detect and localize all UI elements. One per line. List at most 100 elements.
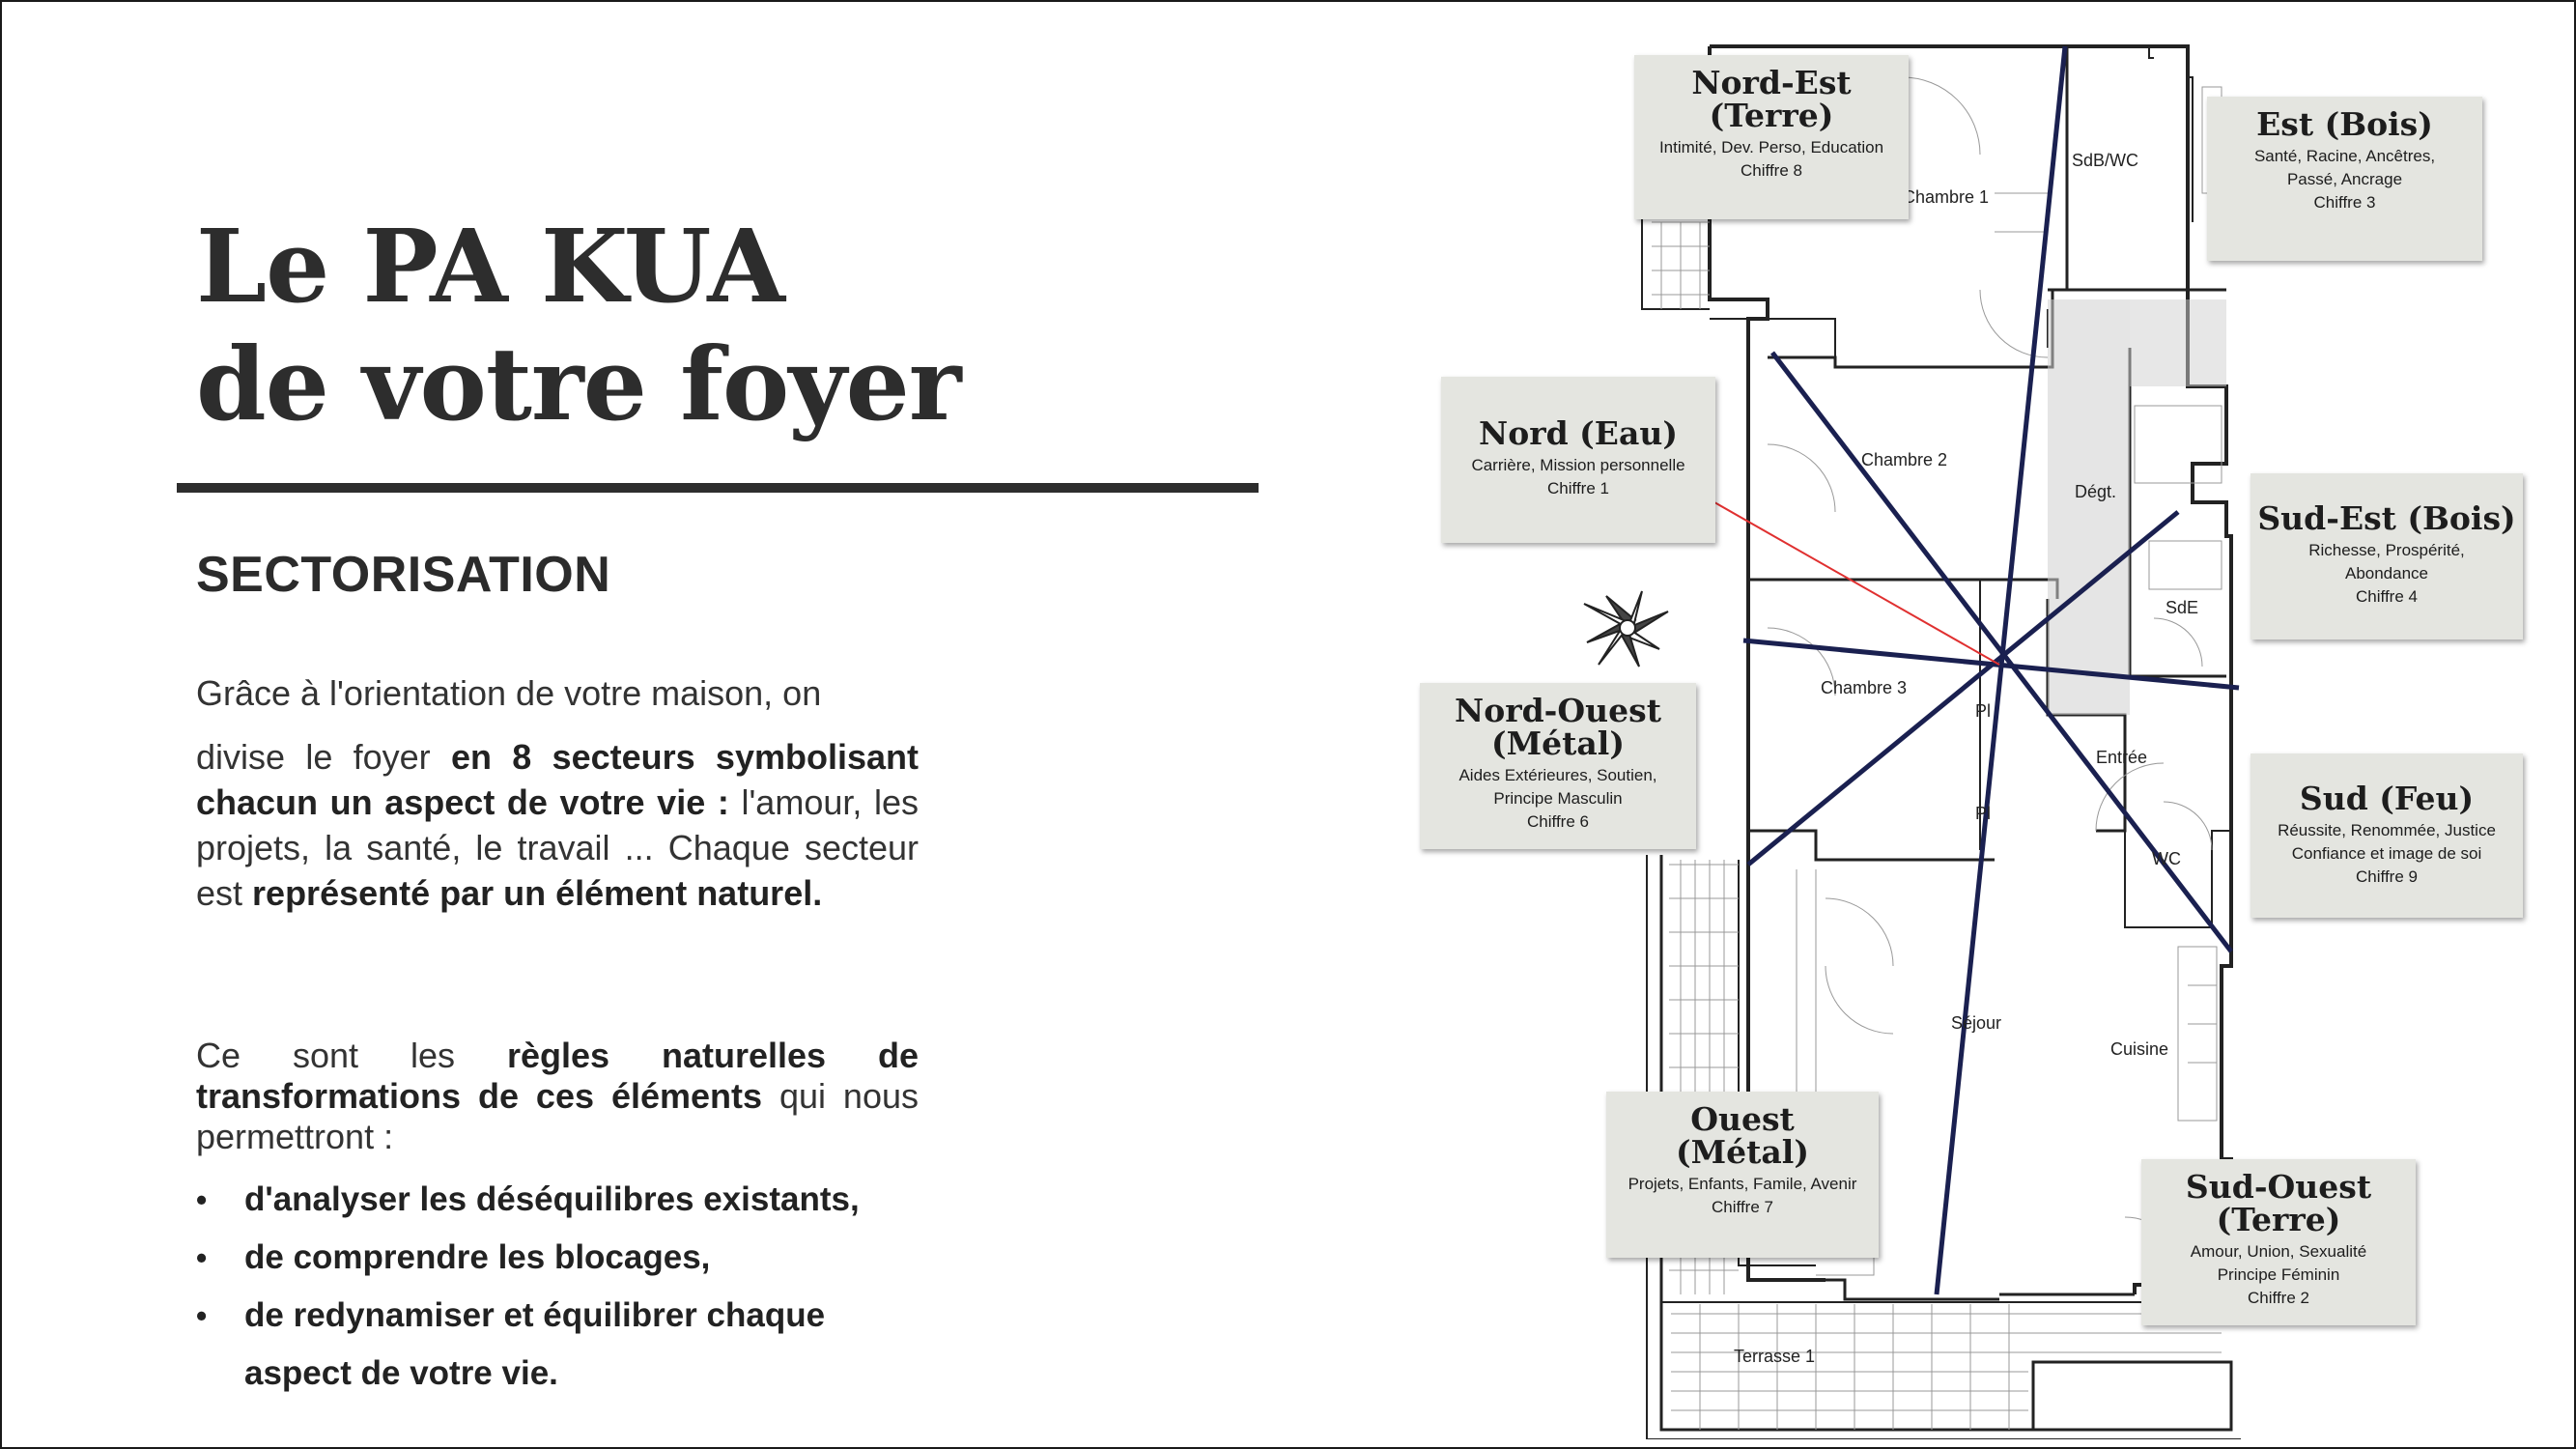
sector-title-line-2: (Métal) — [1676, 1133, 1809, 1171]
sector-box-ouest: Ouest(Métal) Projets, Enfants, Famile, A… — [1606, 1092, 1879, 1258]
sector-title: Est (Bois) — [2207, 108, 2482, 141]
sector-desc-line-1: Carrière, Mission personnelle — [1471, 456, 1685, 474]
sector-desc-line-3: Chiffre 3 — [2313, 193, 2376, 212]
bullet-text: d'analyser les déséquilibres existants, — [244, 1180, 860, 1218]
section-subtitle: SECTORISATION — [196, 547, 611, 603]
bullet-text: de comprendre les blocages, — [244, 1238, 711, 1276]
sector-desc-line-2: Principe Masculin — [1493, 789, 1623, 808]
sector-box-nord: Nord (Eau) Carrière, Mission personnelle… — [1441, 377, 1715, 543]
rules-bold-1: règles naturelles de transformations de … — [196, 1036, 920, 1116]
sector-box-nord-est: Nord-Est(Terre) Intimité, Dev. Perso, Ed… — [1634, 55, 1909, 219]
intro-text-1: divise le foyer — [196, 737, 451, 777]
sector-box-est: Est (Bois) Santé, Racine, Ancêtres, Passé… — [2207, 97, 2482, 261]
room-chambre-1: Chambre 1 — [1903, 187, 1989, 207]
sector-desc-line-3: Chiffre 9 — [2356, 867, 2418, 886]
sector-title: Ouest(Métal) — [1606, 1103, 1879, 1169]
sector-title-line-2: (Terre) — [1709, 97, 1834, 134]
sector-title-line-1: Nord-Est — [1691, 64, 1852, 101]
room-placard-2: Pl — [1975, 804, 1991, 823]
sector-desc-line-2: Passé, Ancrage — [2286, 170, 2403, 188]
sector-title-line-1: Sud-Ouest — [2185, 1168, 2372, 1206]
bullet-text: de redynamiser et équilibrer chaque — [244, 1296, 826, 1334]
room-wc: WC — [2152, 849, 2181, 868]
bullet-list: • d'analyser les déséquilibres existants,… — [196, 1171, 860, 1403]
room-chambre-2: Chambre 2 — [1861, 450, 1947, 469]
room-sdb-wc: SdB/WC — [2072, 151, 2138, 170]
sector-desc-line-3: Chiffre 6 — [1527, 812, 1589, 831]
intro-bold-1: en 8 secteurs symbolisant chacun un aspe… — [196, 737, 919, 822]
sector-desc-line-3: Chiffre 4 — [2356, 587, 2418, 606]
sector-desc-line-2: Principe Féminin — [2217, 1265, 2340, 1284]
bullet-marker: • — [196, 1240, 208, 1275]
title-divider — [177, 483, 1259, 493]
bullet-marker: • — [196, 1298, 208, 1333]
sector-desc-line-2: Chiffre 8 — [1741, 161, 1802, 180]
sector-desc-line-2: Confiance et image de soi — [2291, 844, 2482, 863]
room-cuisine: Cuisine — [2110, 1039, 2168, 1059]
bullet-item: • de redynamiser et équilibrer chaque — [196, 1287, 860, 1345]
rules-paragraph: Ce sont les règles naturelles de transfo… — [196, 1036, 919, 1157]
sector-desc-line-3: Chiffre 2 — [2248, 1289, 2309, 1307]
room-sejour: Séjour — [1951, 1013, 2001, 1033]
sector-title-line-1: Est (Bois) — [2256, 105, 2433, 143]
sector-title-line-1: Sud (Feu) — [2299, 780, 2475, 817]
room-terrasse: Terrasse 1 — [1734, 1347, 1815, 1366]
sector-title: Nord-Ouest(Métal) — [1420, 695, 1696, 760]
sector-desc-line-2: Chiffre 7 — [1712, 1198, 1773, 1216]
room-placard-1: Pl — [1975, 701, 1991, 721]
sector-desc-line-1: Aides Extérieures, Soutien, — [1458, 766, 1657, 784]
bullet-marker: • — [196, 1182, 208, 1217]
intro-text-2: l'amour, les projets, la santé, le trava… — [196, 782, 919, 913]
room-chambre-3: Chambre 3 — [1821, 678, 1907, 697]
sector-desc-line-1: Santé, Racine, Ancêtres, — [2253, 147, 2436, 165]
floor-plan: Chambre 1 SdB/WC Chambre 2 Dégt. SdE Cha… — [1583, 44, 2241, 1439]
sector-title-line-1: Nord (Eau) — [1479, 414, 1678, 452]
bullet-item: • d'analyser les déséquilibres existants, — [196, 1171, 860, 1229]
intro-paragraph: divise le foyer en 8 secteurs symbolisan… — [196, 734, 919, 916]
rules-text-2: qui nous permettront : — [196, 1076, 919, 1156]
bullet-text: aspect de votre vie. — [244, 1354, 558, 1392]
sector-box-sud-ouest: Sud-Ouest(Terre) Amour, Union, Sexualité… — [2141, 1159, 2416, 1325]
sector-title: Nord-Est(Terre) — [1634, 67, 1909, 132]
sector-desc-line-1: Amour, Union, Sexualité — [2190, 1242, 2367, 1261]
title-line-2: de votre foyer — [196, 325, 962, 443]
sector-desc-line-2: Abondance — [2344, 564, 2429, 582]
sector-box-nord-ouest: Nord-Ouest(Métal) Aides Extérieures, Sou… — [1420, 683, 1696, 849]
rules-text-1: Ce sont les — [196, 1036, 507, 1075]
title-line-1: Le PA KUA — [196, 207, 785, 326]
page-title: Le PA KUA de votre foyer — [196, 207, 962, 443]
sector-desc-line-1: Réussite, Renommée, Justice — [2278, 821, 2496, 839]
sector-desc-line-1: Richesse, Prospérité, — [2308, 541, 2465, 559]
bullet-item-continued: aspect de votre vie. — [196, 1345, 860, 1403]
bullet-item: • de comprendre les blocages, — [196, 1229, 860, 1287]
sector-title-line-1: Ouest — [1690, 1100, 1795, 1138]
room-degagement: Dégt. — [2075, 482, 2116, 501]
sector-desc-line-1: Intimité, Dev. Perso, Education — [1658, 138, 1884, 156]
sector-title: Sud (Feu) — [2250, 782, 2523, 815]
intro-first-line: Grâce à l'orientation de votre maison, o… — [196, 673, 822, 713]
sector-title-line-2: (Terre) — [2216, 1201, 2341, 1238]
sector-title-line-2: (Métal) — [1491, 724, 1625, 762]
sector-description: Aides Extérieures, Soutien, Principe Masc… — [1420, 764, 1696, 834]
sector-title: Sud-Ouest(Terre) — [2141, 1171, 2416, 1236]
room-entree: Entrée — [2096, 748, 2147, 767]
intro-bold-2: représenté par un élément naturel. — [252, 873, 823, 913]
compass-rose-icon — [1583, 590, 1669, 668]
sector-desc-line-1: Projets, Enfants, Famile, Avenir — [1628, 1175, 1857, 1193]
room-sde: SdE — [2166, 598, 2198, 617]
sector-title-line-1: Nord-Ouest — [1455, 692, 1661, 729]
sector-box-sud-est: Sud-Est (Bois) Richesse, Prospérité, Abon… — [2250, 473, 2523, 639]
sector-title: Sud-Est (Bois) — [2250, 502, 2523, 535]
sector-title: Nord (Eau) — [1441, 417, 1715, 450]
sector-title-line-1: Sud-Est (Bois) — [2257, 499, 2516, 537]
sector-desc-line-2: Chiffre 1 — [1547, 479, 1609, 497]
